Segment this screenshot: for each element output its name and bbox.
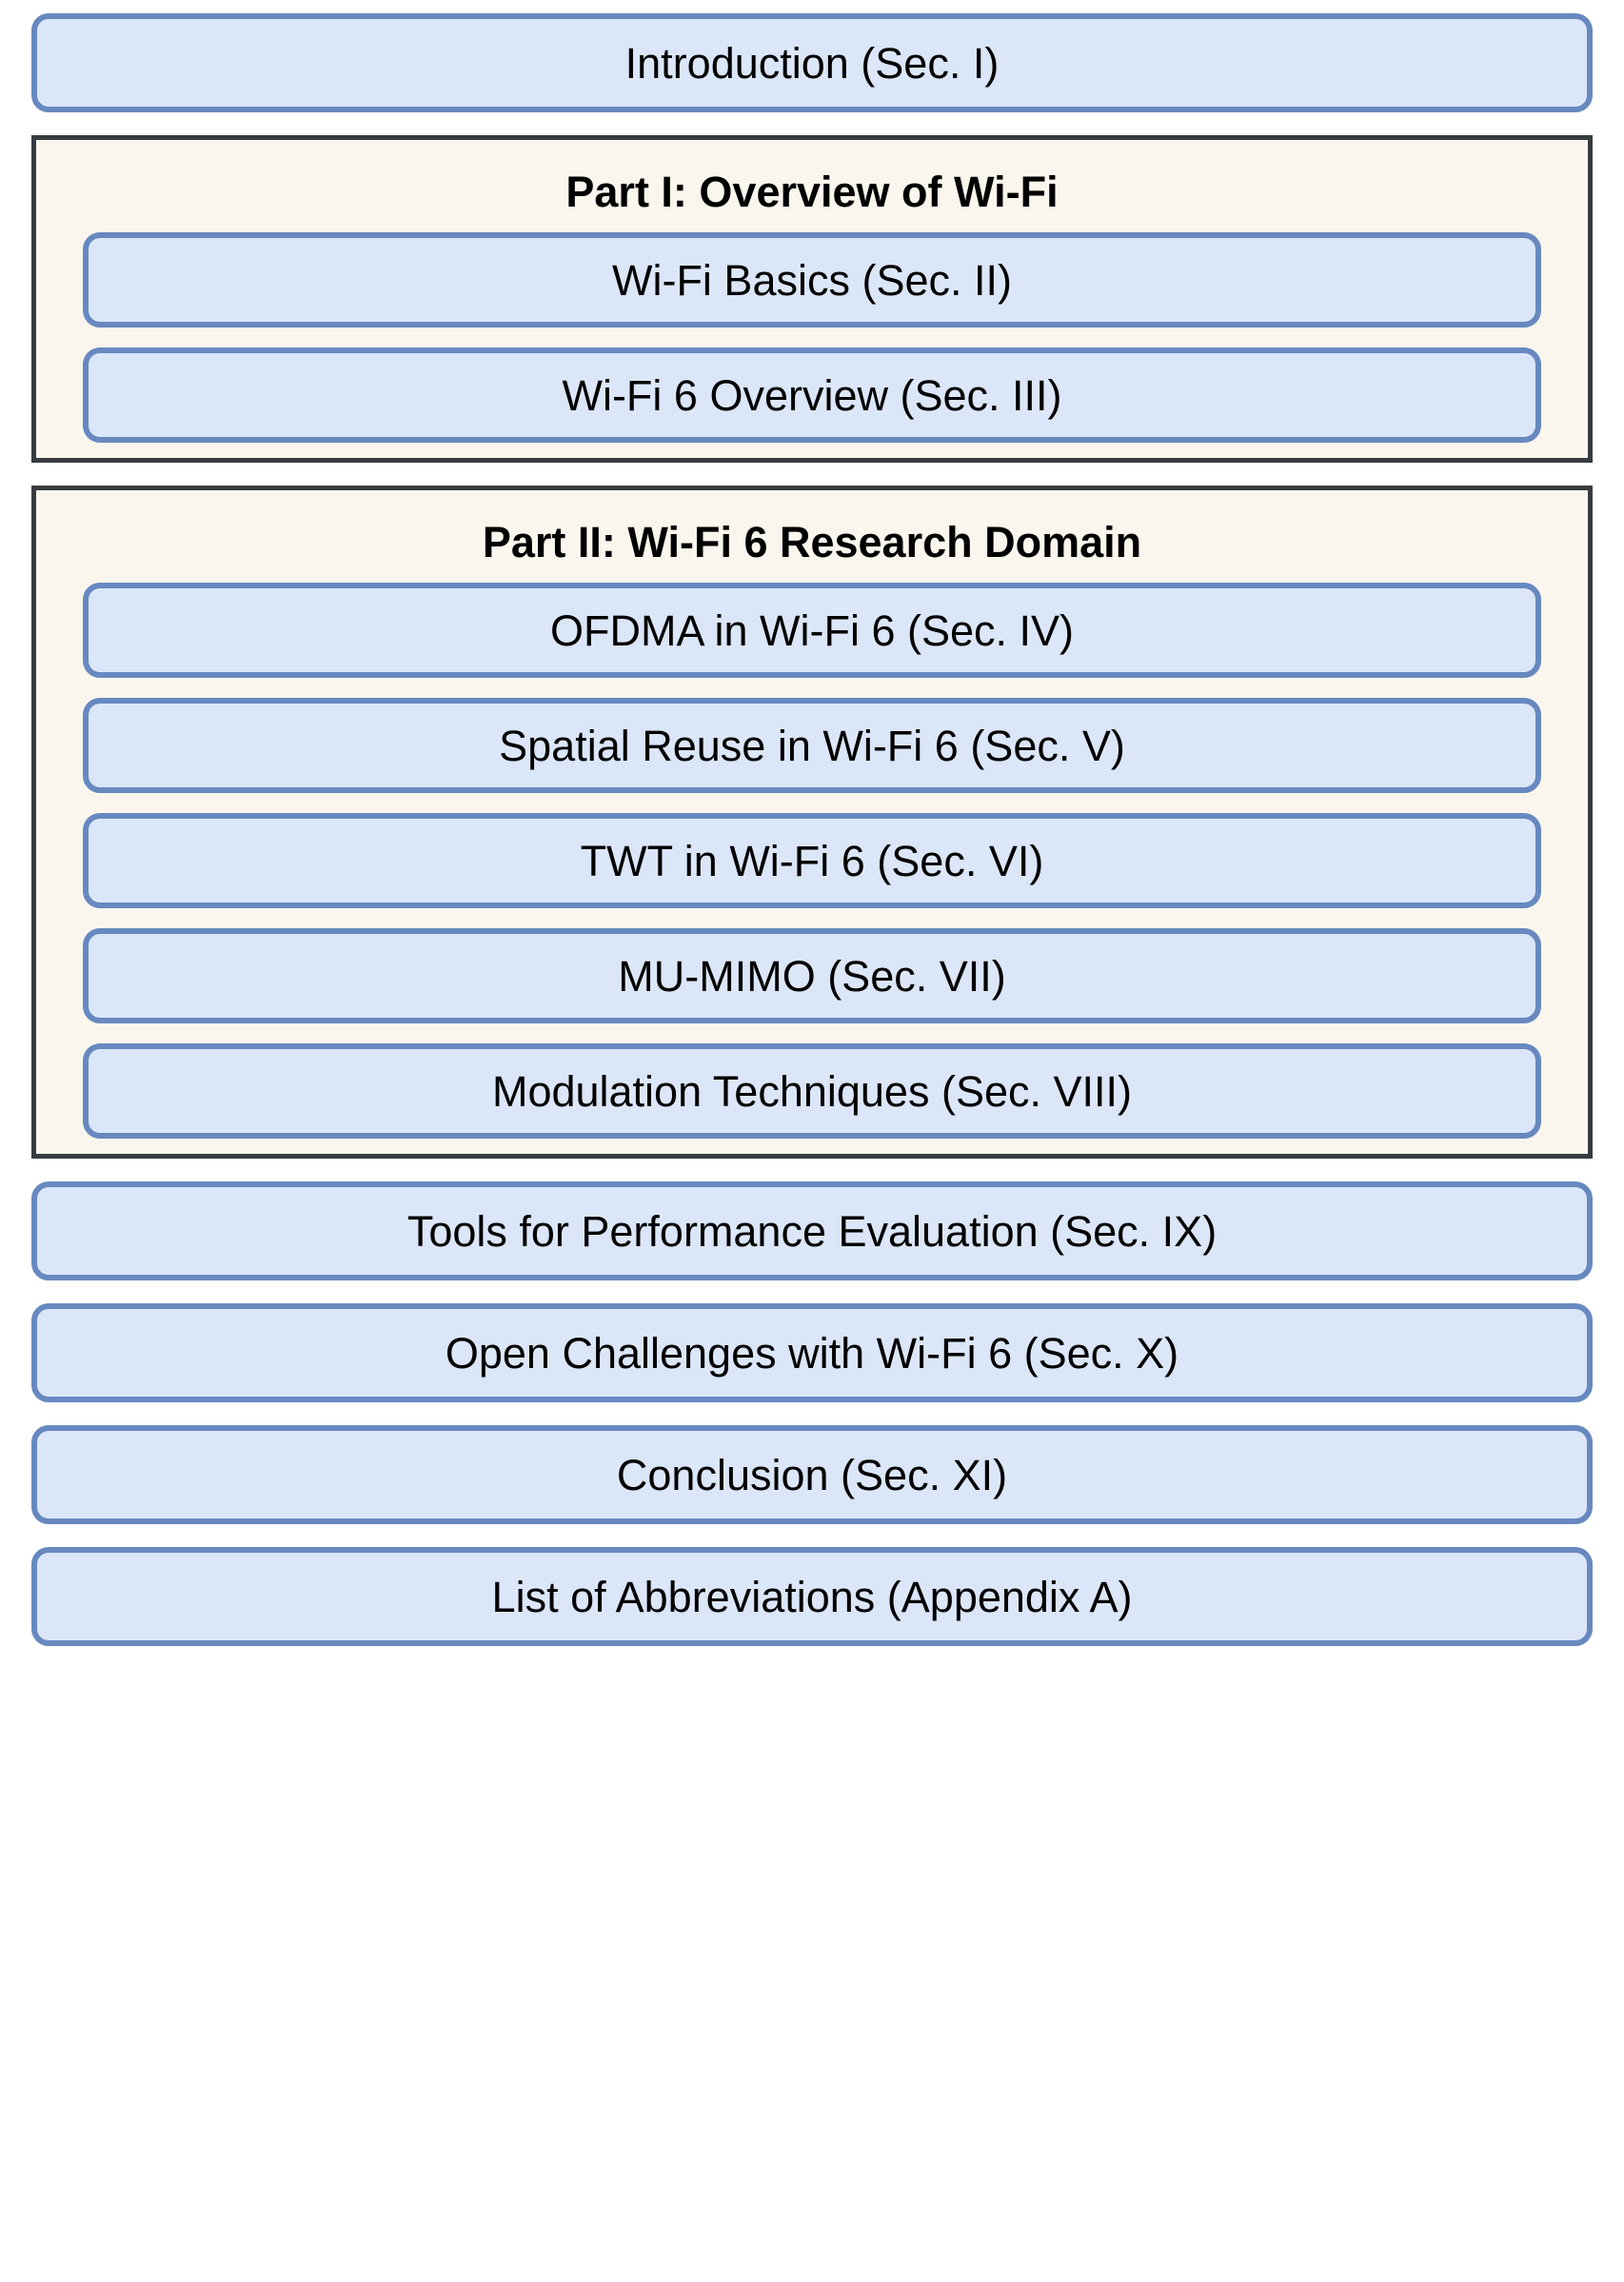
node-conclusion-label: Conclusion (Sec. XI)	[616, 1450, 1008, 1499]
group-part-2: Part II: Wi-Fi 6 Research Domain OFDMA i…	[31, 486, 1593, 1159]
node-mu-mimo-label: MU-MIMO (Sec. VII)	[618, 951, 1006, 1001]
node-open-challenges-label: Open Challenges with Wi-Fi 6 (Sec. X)	[445, 1328, 1179, 1378]
node-modulation-techniques[interactable]: Modulation Techniques (Sec. VIII)	[83, 1043, 1541, 1139]
node-spatial-reuse-label: Spatial Reuse in Wi-Fi 6 (Sec. V)	[499, 721, 1125, 770]
group-part-2-title: Part II: Wi-Fi 6 Research Domain	[482, 518, 1142, 566]
node-wifi-basics[interactable]: Wi-Fi Basics (Sec. II)	[83, 232, 1541, 327]
node-mu-mimo[interactable]: MU-MIMO (Sec. VII)	[83, 928, 1541, 1023]
node-modulation-techniques-label: Modulation Techniques (Sec. VIII)	[491, 1066, 1133, 1116]
node-wifi6-overview-label: Wi-Fi 6 Overview (Sec. III)	[562, 370, 1062, 420]
node-list-of-abbreviations[interactable]: List of Abbreviations (Appendix A)	[31, 1547, 1593, 1646]
node-list-of-abbreviations-label: List of Abbreviations (Appendix A)	[491, 1572, 1133, 1621]
node-twt[interactable]: TWT in Wi-Fi 6 (Sec. VI)	[83, 813, 1541, 908]
node-ofdma-label: OFDMA in Wi-Fi 6 (Sec. IV)	[549, 605, 1075, 655]
node-introduction[interactable]: Introduction (Sec. I)	[31, 13, 1593, 112]
node-introduction-label: Introduction (Sec. I)	[624, 38, 1000, 88]
group-part-1: Part I: Overview of Wi-Fi Wi-Fi Basics (…	[31, 135, 1593, 463]
group-part-1-title: Part I: Overview of Wi-Fi	[565, 168, 1059, 216]
node-conclusion[interactable]: Conclusion (Sec. XI)	[31, 1425, 1593, 1524]
node-tools-performance-evaluation-label: Tools for Performance Evaluation (Sec. I…	[406, 1206, 1218, 1256]
node-wifi6-overview[interactable]: Wi-Fi 6 Overview (Sec. III)	[83, 347, 1541, 443]
node-ofdma[interactable]: OFDMA in Wi-Fi 6 (Sec. IV)	[83, 583, 1541, 678]
node-wifi-basics-label: Wi-Fi Basics (Sec. II)	[611, 255, 1012, 305]
node-tools-performance-evaluation[interactable]: Tools for Performance Evaluation (Sec. I…	[31, 1181, 1593, 1280]
node-twt-label: TWT in Wi-Fi 6 (Sec. VI)	[580, 836, 1044, 885]
node-open-challenges[interactable]: Open Challenges with Wi-Fi 6 (Sec. X)	[31, 1303, 1593, 1402]
node-spatial-reuse[interactable]: Spatial Reuse in Wi-Fi 6 (Sec. V)	[83, 698, 1541, 793]
